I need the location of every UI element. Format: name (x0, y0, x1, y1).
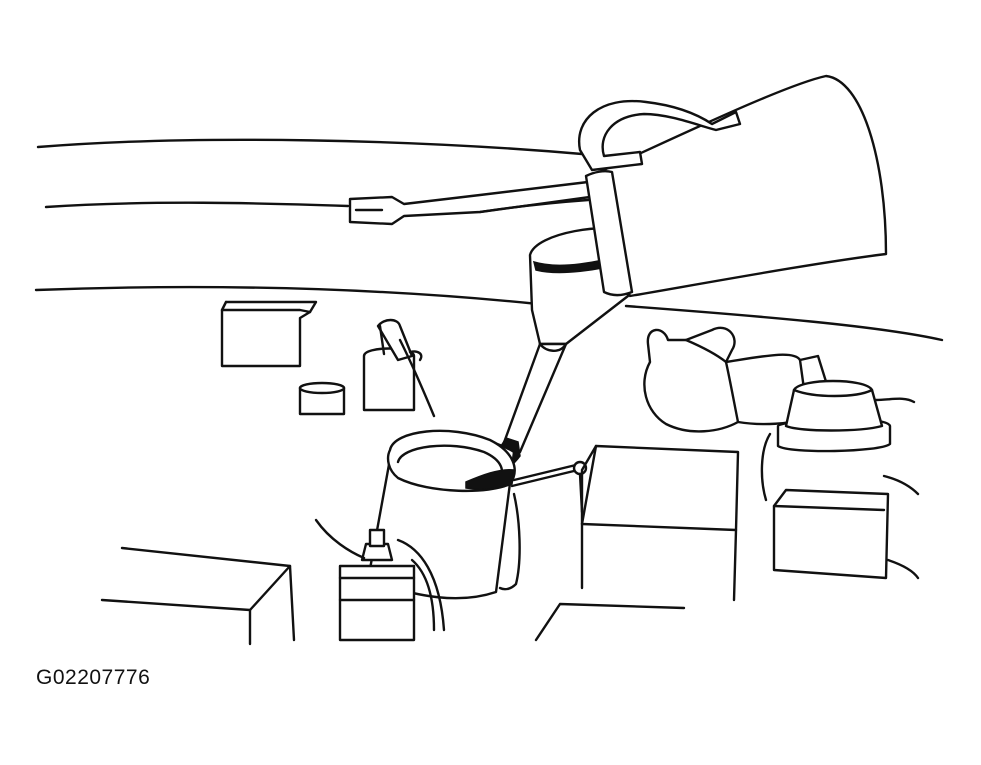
hood-contour-lines (34, 138, 944, 342)
relay-block-left (220, 300, 318, 368)
lower-right-edges (882, 474, 920, 580)
center-module-box (580, 444, 740, 602)
lower-left-module (100, 546, 296, 646)
lower-center-edge (534, 602, 686, 642)
cylinder-stub (298, 381, 346, 416)
figure-id-label: G02207776 (36, 666, 151, 689)
wiring-harness-clip (348, 180, 592, 226)
lower-right-box (772, 488, 890, 580)
fluid-bottle (577, 74, 888, 298)
fluid-reservoir (366, 429, 588, 600)
hose-connector (362, 318, 436, 418)
reservoir-cap (760, 379, 916, 502)
sensor-plug (314, 518, 446, 642)
